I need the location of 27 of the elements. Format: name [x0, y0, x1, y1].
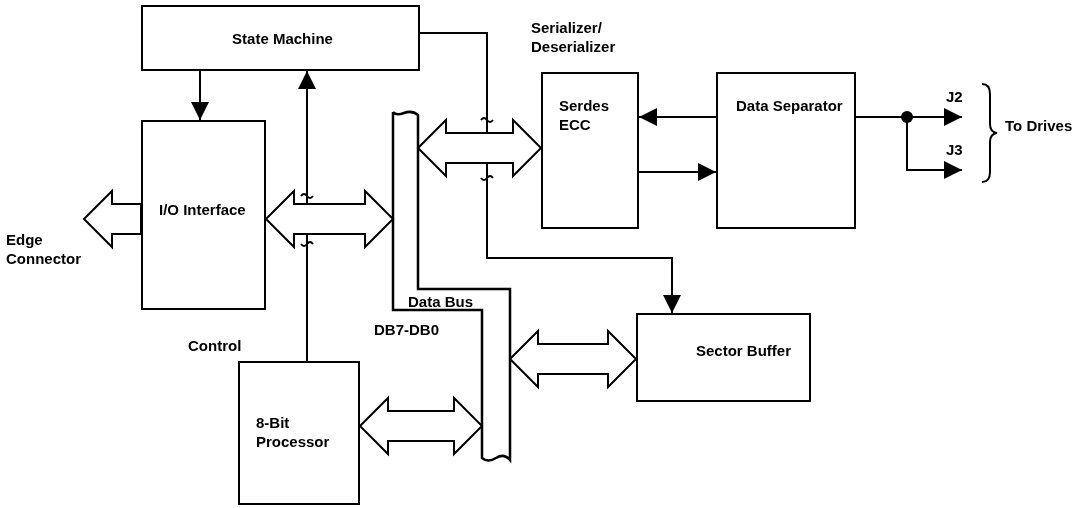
- bus-arrow: [264, 188, 395, 250]
- arrow: [638, 163, 717, 181]
- annotation: To Drives: [1005, 116, 1074, 135]
- arrow: [638, 108, 717, 126]
- arrow: [419, 32, 681, 314]
- bus-arrow: [508, 328, 638, 390]
- interface-box: [141, 120, 266, 310]
- node-label: Edge Connector: [6, 230, 82, 268]
- block-label: Sector Buffer: [696, 341, 793, 360]
- arrow: [191, 70, 209, 121]
- arrow: [298, 70, 316, 362]
- block-label: State Machine: [231, 29, 334, 48]
- bus-arrow: [416, 117, 543, 179]
- block-label: Serdes ECC: [559, 96, 611, 134]
- block-heading: Serializer/ Deserializer: [531, 18, 617, 56]
- data-separator-box: [716, 72, 856, 229]
- state-machine-box: [141, 5, 420, 71]
- block-label: 8-Bit Processor: [256, 413, 331, 451]
- block-label: Data Separator: [736, 96, 844, 115]
- bus-arrow: [358, 395, 484, 457]
- block-label: I/O Interface: [159, 200, 247, 219]
- bus-label: Data Bus: [408, 292, 475, 311]
- sector-buffer-box: [636, 313, 811, 402]
- bus-arrow: [82, 188, 142, 250]
- bus-label: DB7-DB0: [374, 320, 440, 339]
- processor-box: [238, 361, 360, 505]
- annotation: Control: [188, 336, 243, 355]
